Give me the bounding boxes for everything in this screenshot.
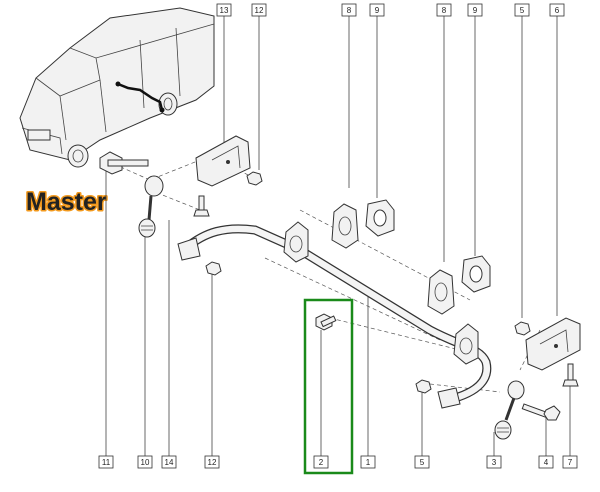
svg-text:6: 6 [555, 6, 560, 15]
svg-text:3: 3 [492, 458, 497, 467]
bar-clamp-right [453, 323, 479, 365]
callout-bottom-11: 11 [98, 455, 114, 469]
bolt-2 [315, 313, 337, 331]
svg-text:9: 9 [473, 6, 478, 15]
callout-top-13: 13 [216, 3, 232, 17]
bushing-9-lower [461, 255, 491, 293]
clamp-8-upper [331, 203, 359, 249]
drop-link-right [494, 380, 525, 440]
callout-bottom-3: 3 [486, 455, 502, 469]
svg-text:2: 2 [319, 458, 324, 467]
callout-bottom-4: 4 [538, 455, 554, 469]
svg-text:10: 10 [141, 458, 150, 467]
bushing-9-upper [365, 199, 395, 237]
svg-text:5: 5 [520, 6, 525, 15]
bracket-13 [195, 135, 251, 187]
svg-text:12: 12 [255, 6, 264, 15]
callout-bottom-5: 5 [414, 455, 430, 469]
svg-text:13: 13 [220, 6, 229, 15]
callout-top-5: 5 [514, 3, 530, 17]
callout-top-9b: 9 [467, 3, 483, 17]
svg-text:9: 9 [375, 6, 380, 15]
svg-text:4: 4 [544, 458, 549, 467]
callout-bottom-7: 7 [562, 455, 578, 469]
callout-bottom-2: 2 [313, 455, 329, 469]
svg-text:14: 14 [165, 458, 174, 467]
svg-text:12: 12 [208, 458, 217, 467]
callout-bottom-10: 10 [137, 455, 153, 469]
leader-lines [105, 16, 571, 456]
svg-text:7: 7 [568, 458, 573, 467]
svg-text:1: 1 [366, 458, 371, 467]
svg-text:5: 5 [420, 458, 425, 467]
callout-top-8a: 8 [341, 3, 357, 17]
highlight-frame [303, 298, 354, 475]
callout-top-9a: 9 [369, 3, 385, 17]
callout-top-8b: 8 [436, 3, 452, 17]
nut-5-bottom [415, 379, 432, 394]
drop-link-left [99, 151, 164, 238]
callout-bottom-12: 12 [204, 455, 220, 469]
bolt-7 [562, 363, 579, 387]
nut-12-bottom [205, 261, 222, 276]
bolt-14 [193, 195, 210, 217]
nut-12-top [246, 171, 263, 186]
bar-clamp-left [283, 221, 309, 263]
brand-label: Master [26, 188, 107, 216]
callout-top-6: 6 [549, 3, 565, 17]
clamp-8-lower [427, 269, 455, 315]
nut-5-right [514, 321, 531, 336]
bolt-4 [521, 403, 561, 421]
svg-text:8: 8 [442, 6, 447, 15]
van-illustration [19, 7, 215, 168]
callout-top-12: 12 [251, 3, 267, 17]
svg-text:11: 11 [102, 458, 111, 467]
callout-bottom-1: 1 [360, 455, 376, 469]
svg-text:8: 8 [347, 6, 352, 15]
callout-bottom-14: 14 [161, 455, 177, 469]
bracket-6 [525, 317, 581, 371]
